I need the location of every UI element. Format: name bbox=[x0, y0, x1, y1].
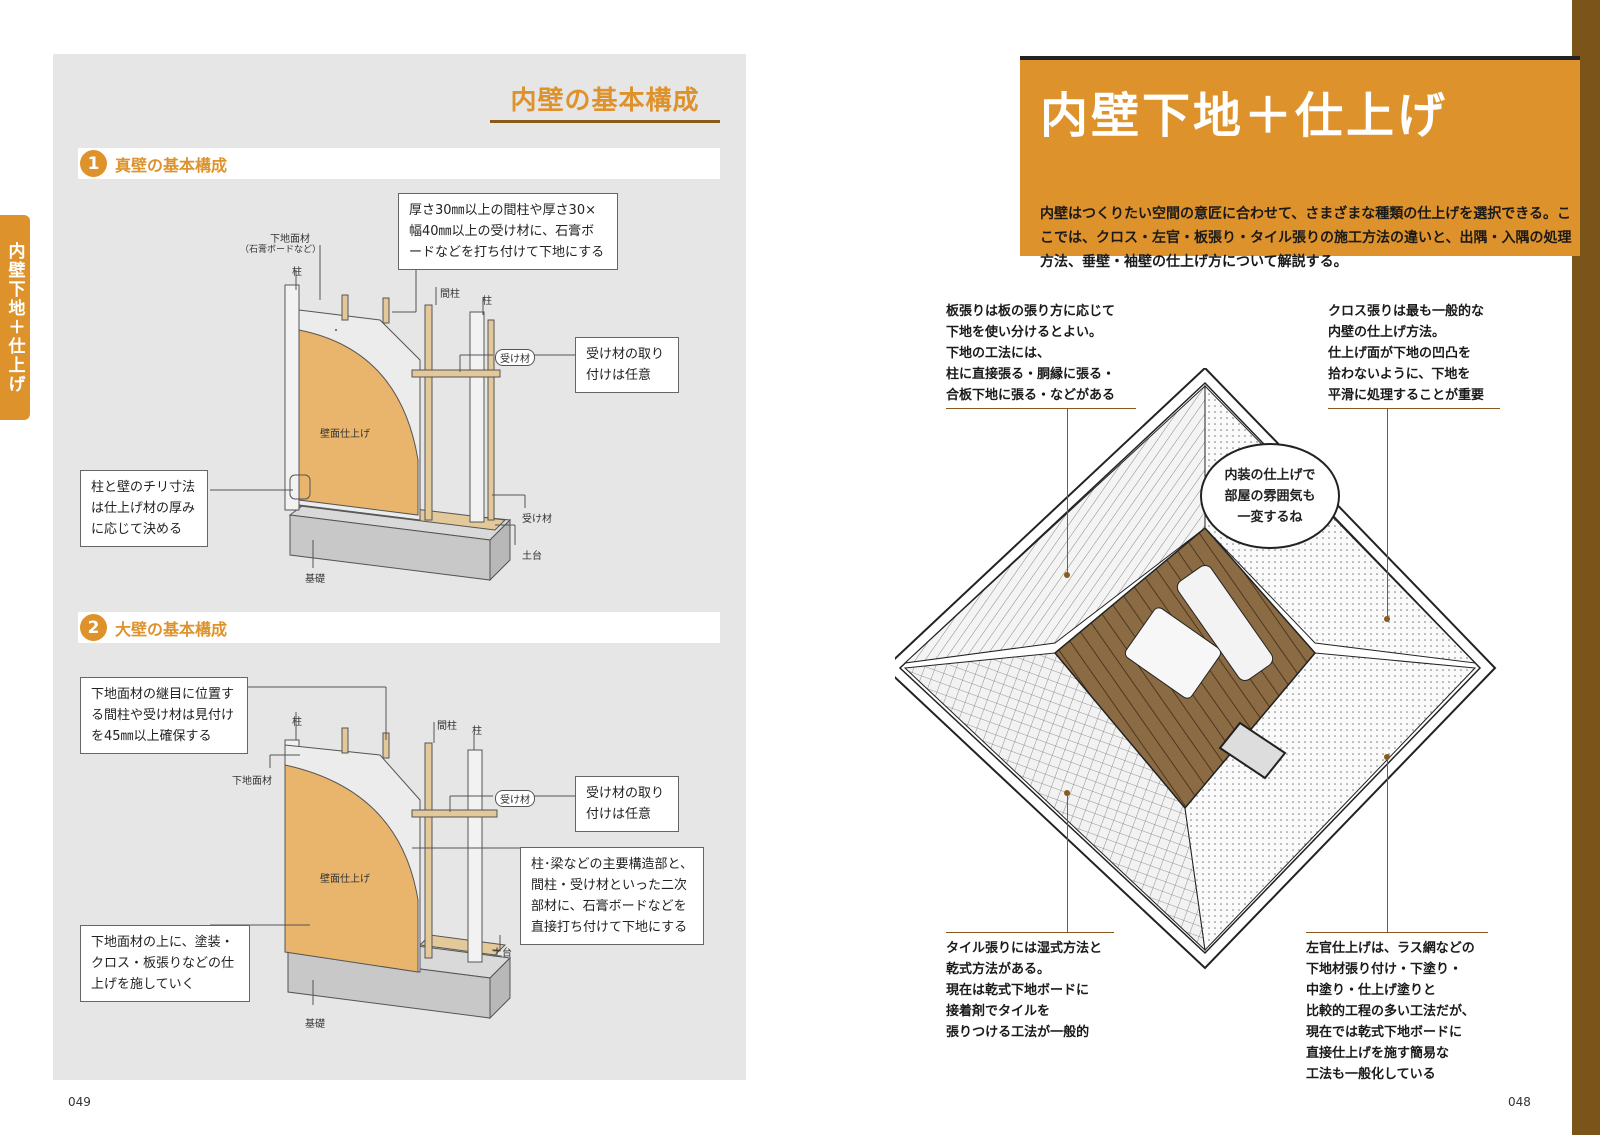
anno-tile-leader bbox=[1067, 792, 1068, 932]
label-sill: 土台 bbox=[522, 551, 542, 562]
label-wall-finish-s2: 壁面仕上げ bbox=[320, 874, 370, 885]
anno-board-rule bbox=[946, 408, 1136, 409]
wall-finish bbox=[298, 329, 419, 516]
anno-cloth-leader bbox=[1387, 408, 1388, 618]
label-stud: 間柱 bbox=[440, 289, 460, 300]
anno-cloth-rule bbox=[1328, 408, 1500, 409]
speech-bubble: 内装の仕上げで 部屋の雰囲気も 一変するね bbox=[1200, 443, 1340, 549]
stud-2-1 bbox=[341, 727, 349, 754]
section-2-number: 2 bbox=[80, 614, 107, 641]
label-foundation: 基礎 bbox=[305, 574, 325, 585]
section-2-header: 2 大壁の基本構成 bbox=[78, 612, 720, 643]
left-page-title: 内壁の基本構成 bbox=[510, 86, 700, 116]
anno-cloth: クロス張りは最も一般的な 内壁の仕上げ方法。 仕上げ面が下地の凹凸を 拾わないよ… bbox=[1328, 304, 1485, 403]
bubble-line-1: 内装の仕上げで bbox=[1224, 467, 1316, 483]
stud-4 bbox=[487, 319, 495, 521]
right-post-2 bbox=[467, 749, 483, 963]
title-underline bbox=[490, 120, 720, 123]
section-1-title: 真壁の基本構成 bbox=[115, 155, 228, 175]
anno-plaster: 左官仕上げは、ラス網などの 下地材張り付け・下塗り・ 中塗り・仕上げ塗りと 比較… bbox=[1306, 941, 1475, 1082]
label-sill-s2: 土台 bbox=[492, 948, 512, 959]
wall-finish-2 bbox=[284, 764, 419, 973]
room-inner-frame bbox=[898, 381, 1482, 955]
section-1-header: 1 真壁の基本構成 bbox=[78, 148, 720, 179]
label-wall-finish: 壁面仕上げ bbox=[320, 429, 370, 440]
sofa bbox=[1176, 565, 1274, 681]
low-table bbox=[1124, 607, 1222, 699]
bubble-line-3: 一変するね bbox=[1237, 509, 1303, 525]
label-post: 柱 bbox=[292, 267, 302, 278]
callout-finishing: 下地面材の上に、塗装・クロス・板張りなどの仕上げを施していく bbox=[80, 925, 250, 1002]
anno-board-leader bbox=[1067, 408, 1068, 573]
callout-primary-members: 柱･梁などの主要構造部と、間柱・受け材といった二次部材に、石膏ボードなどを直接打… bbox=[520, 847, 704, 945]
label-receiver: 受け材 bbox=[522, 514, 552, 525]
foundation-side-2 bbox=[489, 956, 511, 1020]
stud-3 bbox=[424, 304, 433, 521]
chapter-description: 内壁はつくりたい空間の意匠に合わせて、さまざまな種類の仕上げを選択できる。ここで… bbox=[1040, 206, 1572, 270]
callout-chiri: 柱と壁のチリ寸法は仕上げ材の厚みに応じて決める bbox=[80, 470, 208, 547]
stud-1 bbox=[341, 294, 349, 321]
anno-tile-rule bbox=[946, 932, 1114, 933]
room-illustration bbox=[895, 368, 1497, 970]
receiver-bar-2 bbox=[411, 809, 498, 818]
label-post-2: 柱 bbox=[482, 296, 492, 307]
section-2-title: 大壁の基本構成 bbox=[115, 619, 228, 639]
right-post bbox=[469, 311, 485, 523]
label-receiver-tag-s2: 受け材 bbox=[495, 790, 535, 807]
anno-cloth-dot bbox=[1384, 616, 1390, 622]
stud-2 bbox=[382, 297, 390, 324]
chapter-title-box: 内壁下地＋仕上げ 内壁はつくりたい空間の意匠に合わせて、さまざまな種類の仕上げを… bbox=[1020, 56, 1580, 270]
label-shitaji: 下地面材 bbox=[270, 234, 310, 245]
label-post-s2: 柱 bbox=[292, 717, 302, 728]
anno-plaster-leader bbox=[1387, 756, 1388, 932]
label-stud-s2: 間柱 bbox=[437, 721, 457, 732]
anno-board-dot bbox=[1064, 572, 1070, 578]
section-1-number: 1 bbox=[80, 150, 107, 177]
callout-stud-width: 下地面材の継目に位置する間柱や受け材は見付けを45㎜以上確保する bbox=[80, 677, 248, 754]
label-receiver-tag: 受け材 bbox=[495, 349, 535, 366]
foundation-side bbox=[489, 518, 511, 582]
chapter-side-tab[interactable]: 内壁下地＋仕上げ bbox=[0, 215, 30, 420]
label-shitaji-s2: 下地面材 bbox=[232, 776, 272, 787]
receiver-bar bbox=[411, 369, 501, 378]
anno-plaster-rule bbox=[1306, 932, 1488, 933]
callout-stud-thickness: 厚さ30㎜以上の間柱や厚さ30×幅40㎜以上の受け材に、石膏ボードなどを打ち付け… bbox=[398, 193, 618, 270]
callout-receiver-optional-2: 受け材の取り付けは任意 bbox=[575, 776, 679, 832]
shinkabe-diagram bbox=[210, 245, 575, 582]
chapter-title: 内壁下地＋仕上げ bbox=[1040, 88, 1449, 144]
anno-tile: タイル張りには湿式方法と 乾式方法がある。 現在は乾式下地ボードに 接着剤でタイ… bbox=[946, 941, 1103, 1040]
label-shitaji-note: （石膏ボードなど） bbox=[240, 245, 322, 255]
anno-board: 板張りは板の張り方に応じて 下地を使い分けるとよい。 下地の工法には、 柱に直接… bbox=[946, 304, 1116, 403]
stud-2-3 bbox=[424, 742, 433, 959]
label-post2-s2: 柱 bbox=[472, 726, 482, 737]
page-number-left: 049 bbox=[68, 1095, 91, 1109]
side-tab-label: 内壁下地＋仕上げ bbox=[4, 241, 25, 394]
page-number-right: 048 bbox=[1508, 1095, 1531, 1109]
okabe-diagram bbox=[210, 686, 575, 1020]
bubble-line-2: 部屋の雰囲気も bbox=[1224, 488, 1316, 504]
label-foundation-s2: 基礎 bbox=[305, 1019, 325, 1030]
callout-receiver-optional: 受け材の取り付けは任意 bbox=[575, 337, 679, 393]
window bbox=[1218, 721, 1287, 780]
title-top-rule bbox=[1020, 56, 1580, 60]
